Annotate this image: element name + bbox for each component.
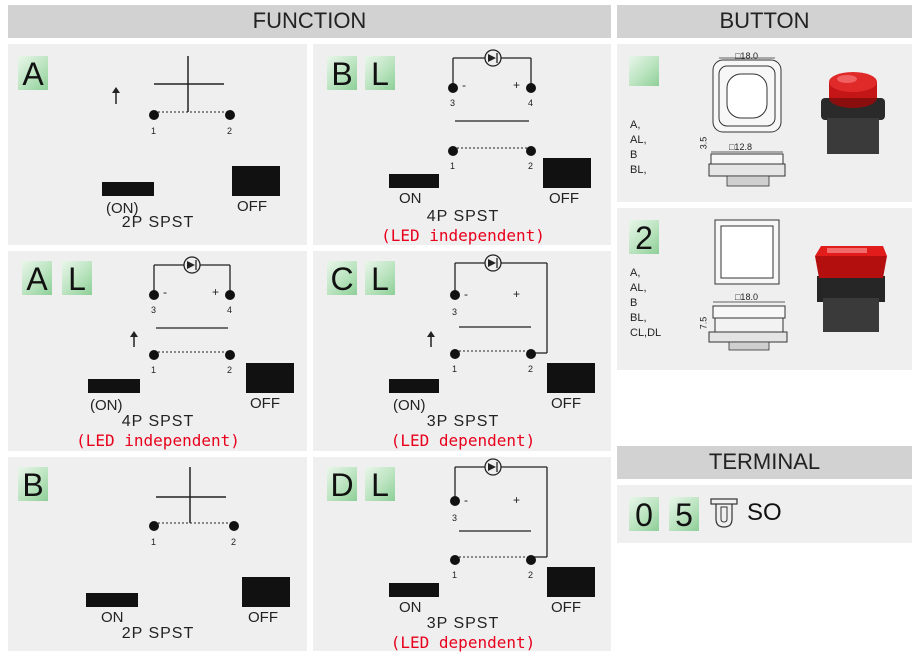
compatible-models: A, AL, B BL, [630,119,647,176]
pin-label: 1 [450,161,456,171]
switch-diagram-cl [389,254,595,393]
dimension-top: □18.0 [735,51,758,61]
button-code-badge: 2 [629,220,659,256]
terminal-panel: 0 5 SO [617,485,912,543]
function-caption: 4P SPST [426,208,500,225]
function-panel-b: B 1 2 ON OFF 2P SPST [8,457,307,651]
button-drawing-2 [708,219,788,351]
function-caption: 4P SPST [121,413,195,430]
function-panel-dl: D L - + 3 1 2 ON OFF 3P SPST (LED depend… [313,457,611,652]
plus-label: + [513,78,521,92]
code-badge-l: L [365,261,395,297]
code-badge-l: L [62,261,92,297]
off-label: OFF [250,395,280,412]
switch-diagram-a [102,56,280,196]
on-label: ON [399,599,422,616]
code-badge-l: L [365,467,395,503]
function-note: (LED dependent) [390,633,536,652]
plus-label: + [513,493,521,507]
minus-label: - [462,78,466,92]
terminal-header: TERMINAL [617,446,912,479]
function-caption: 2P SPST [121,625,195,642]
off-label: OFF [237,198,267,215]
code-badge-b: B [18,467,48,503]
button-code-badge [629,56,659,86]
code-badge-d: D [327,467,357,503]
pin-label: 2 [528,570,534,580]
plus-label: + [212,285,220,299]
on-label: ON [399,190,422,207]
code-badge-a: A [18,56,48,92]
function-panel-a: A 1 2 (ON) OFF 2P SPST [8,44,307,245]
on-label: (ON) [90,397,123,414]
pin-label: 3 [452,513,458,523]
terminal-label: SO [747,499,782,526]
code-badge-b: B [327,56,357,92]
button-photo-2 [815,246,887,332]
button-panel-1: A, AL, B BL, □18.0 □12.8 3.5 [617,44,912,202]
switch-diagram-bl [389,49,591,188]
off-label: OFF [551,599,581,616]
pin-label: 1 [452,570,458,580]
code-badge-c: C [327,261,357,297]
compatible-models: A, AL, B BL, CL,DL [630,267,662,339]
dimension-mid: □12.8 [729,142,752,152]
switch-diagram-al [88,256,294,393]
pin-label: 2 [231,537,237,547]
switch-diagram-dl [389,458,595,597]
minus-label: - [163,285,167,299]
plus-label: + [513,287,521,301]
function-caption: 3P SPST [426,615,500,632]
code-badge-a: A [22,261,52,297]
on-label: (ON) [393,397,426,414]
pin-label: 3 [452,307,458,317]
pin-label: 4 [227,305,233,315]
function-panel-bl: B L - + 3 4 1 2 ON OFF 4P SPST (LED inde… [313,44,611,245]
pin-label: 1 [151,365,157,375]
off-label: OFF [549,190,579,207]
button-header: BUTTON [617,5,912,38]
pin-label: 4 [528,98,534,108]
function-panel-al: A L - + 3 4 1 2 (ON) OFF 4P SPST (LED in… [8,251,307,451]
pin-label: 2 [227,126,233,136]
button-drawing-1 [708,57,786,187]
function-caption: 3P SPST [426,413,500,430]
button-photo-1 [821,72,885,154]
terminal-code-badge: 5 [669,497,699,533]
off-label: OFF [248,609,278,626]
function-note: (LED dependent) [390,431,536,450]
function-note: (LED independent) [76,431,240,450]
minus-label: - [464,493,468,507]
pin-label: 3 [450,98,456,108]
dimension-top: □18.0 [735,292,758,302]
code-badge-l: L [365,56,395,92]
pin-label: 2 [528,364,534,374]
on-label: ON [101,609,124,626]
function-panel-cl: C L - + 3 1 2 (ON) OFF 3P SPST (LED depe… [313,251,611,451]
pin-label: 1 [151,537,157,547]
button-panel-2: 2 A, AL, B BL, CL,DL □18.0 7.5 [617,208,912,370]
function-header: FUNCTION [8,5,611,38]
on-label: (ON) [106,200,139,217]
function-note: (LED independent) [381,226,545,245]
pin-label: 1 [151,126,157,136]
pin-label: 1 [452,364,458,374]
pin-label: 2 [528,161,534,171]
off-label: OFF [551,395,581,412]
pin-label: 3 [151,305,157,315]
switch-diagram-b [86,467,290,607]
minus-label: - [464,287,468,301]
pin-label: 2 [227,365,233,375]
terminal-icon [710,498,738,528]
function-caption: 2P SPST [121,214,195,231]
terminal-code-badge: 0 [629,497,659,533]
